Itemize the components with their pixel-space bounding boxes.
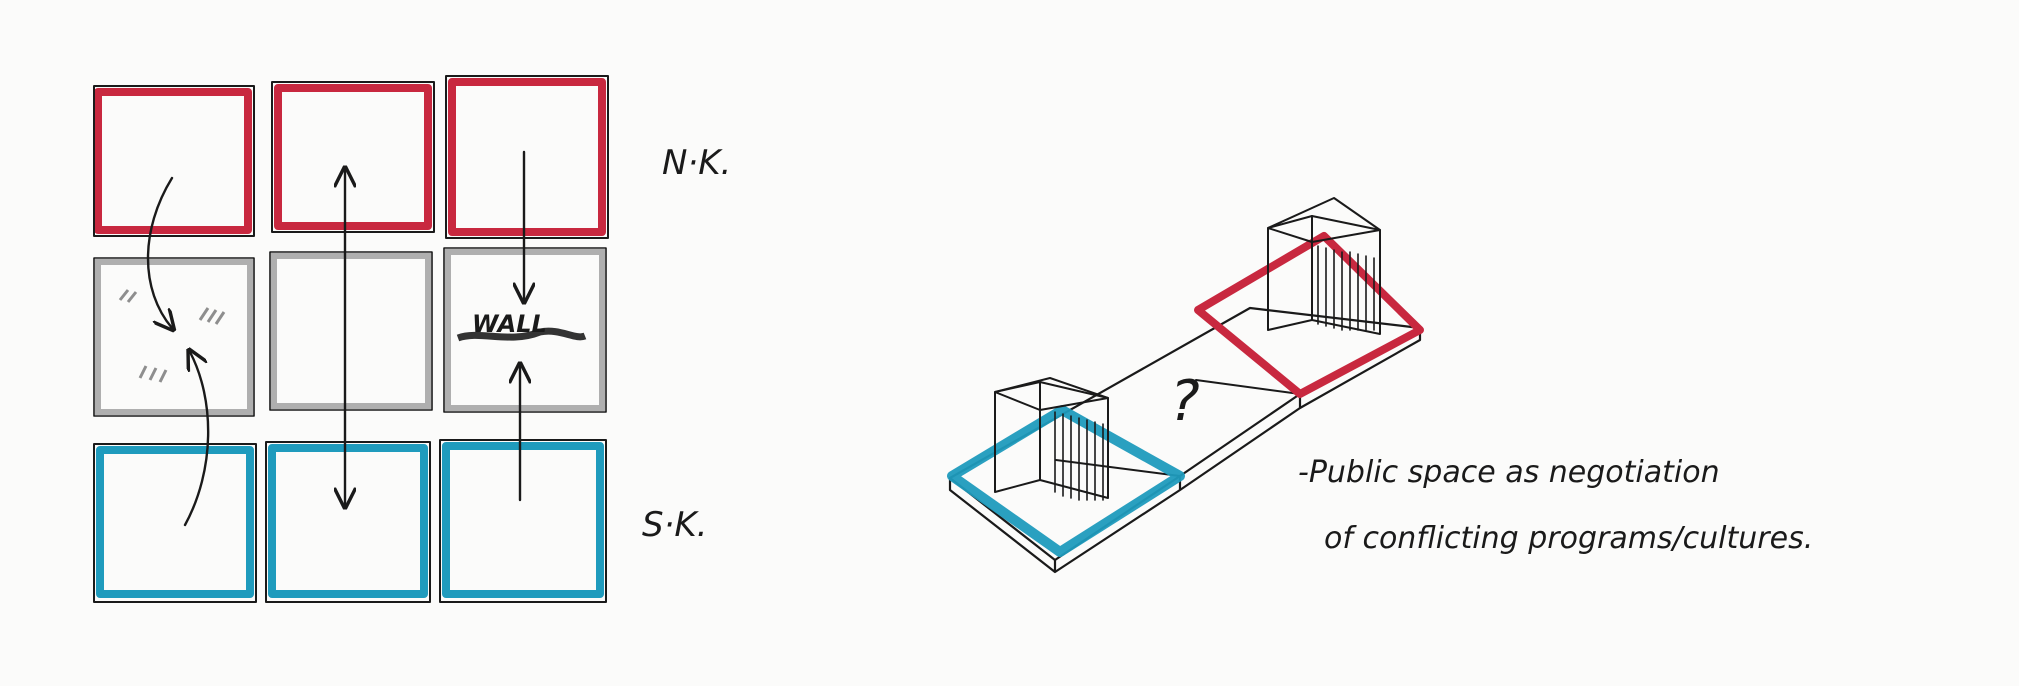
question-mark: ?: [1170, 369, 1200, 434]
grid-diagram: WALL N·K. S·K.: [93, 75, 731, 603]
blue-zone: [947, 405, 1185, 557]
slab-front: [948, 326, 1422, 574]
caption-line-1: -Public space as negotiation: [1298, 455, 1720, 490]
middle-square-2: [271, 253, 431, 409]
north-label: N·K.: [662, 143, 731, 183]
south-square-1: [96, 446, 254, 598]
caption: -Public space as negotiation of conflict…: [1298, 455, 1813, 556]
north-row: [93, 75, 609, 239]
south-row: [93, 439, 607, 603]
middle-square-1: [95, 259, 253, 415]
red-zone: [1194, 232, 1424, 398]
wall-label: WALL: [472, 310, 547, 338]
north-square-2: [274, 84, 432, 230]
cube-south: [994, 377, 1109, 501]
middle-row: WALL: [93, 247, 607, 417]
north-square-3: [448, 78, 606, 236]
south-square-3: [442, 442, 604, 598]
south-square-2: [268, 444, 428, 598]
north-square-1: [94, 88, 252, 234]
cube-north: [1267, 197, 1381, 335]
grid-arrows: [146, 150, 524, 527]
arrow-south-to-middle-1: [183, 352, 210, 527]
caption-line-2: of conflicting programs/cultures.: [1324, 521, 1813, 556]
south-label: S·K.: [642, 505, 708, 545]
arrow-north-to-middle-1: [146, 176, 172, 328]
isometric-sketch: ?: [947, 197, 1424, 574]
